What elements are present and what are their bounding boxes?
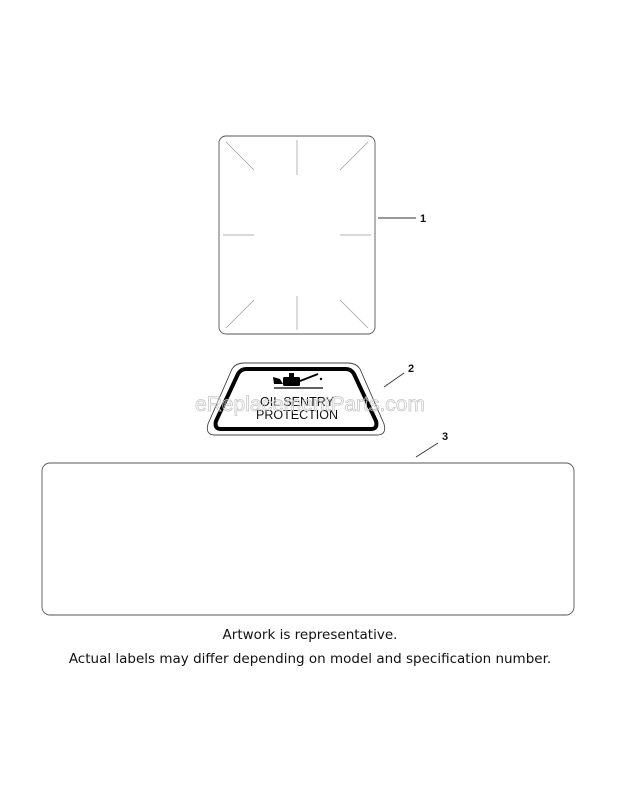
leader-line-2 [383,372,405,388]
oil-can-icon [273,373,323,389]
blank-label-outline [218,135,376,335]
watermark: eReplacementParts.com [195,393,425,416]
leader-line-3 [415,442,439,458]
caption-line-1: Artwork is representative. [222,627,398,643]
blank-label-placeholder-marks [223,140,371,330]
caption-line-2: Actual labels may differ depending on mo… [68,651,552,667]
wide-label-outline [41,462,575,616]
oil-sentry-label-item-2: OIL SENTRY PROTECTION 2 [206,362,414,436]
oil-sentry-text-line2: PROTECTION [256,407,338,422]
blank-label-item-3: 3 [41,431,575,616]
callout-number-2: 2 [408,363,414,375]
oil-sentry-inner-frame [213,367,379,431]
oil-sentry-outer-outline [206,362,386,436]
blank-label-item-1: 1 [218,135,426,335]
callout-number-3: 3 [442,431,448,443]
oil-sentry-text-line1: OIL SENTRY [260,394,334,409]
callout-number-1: 1 [420,213,426,225]
